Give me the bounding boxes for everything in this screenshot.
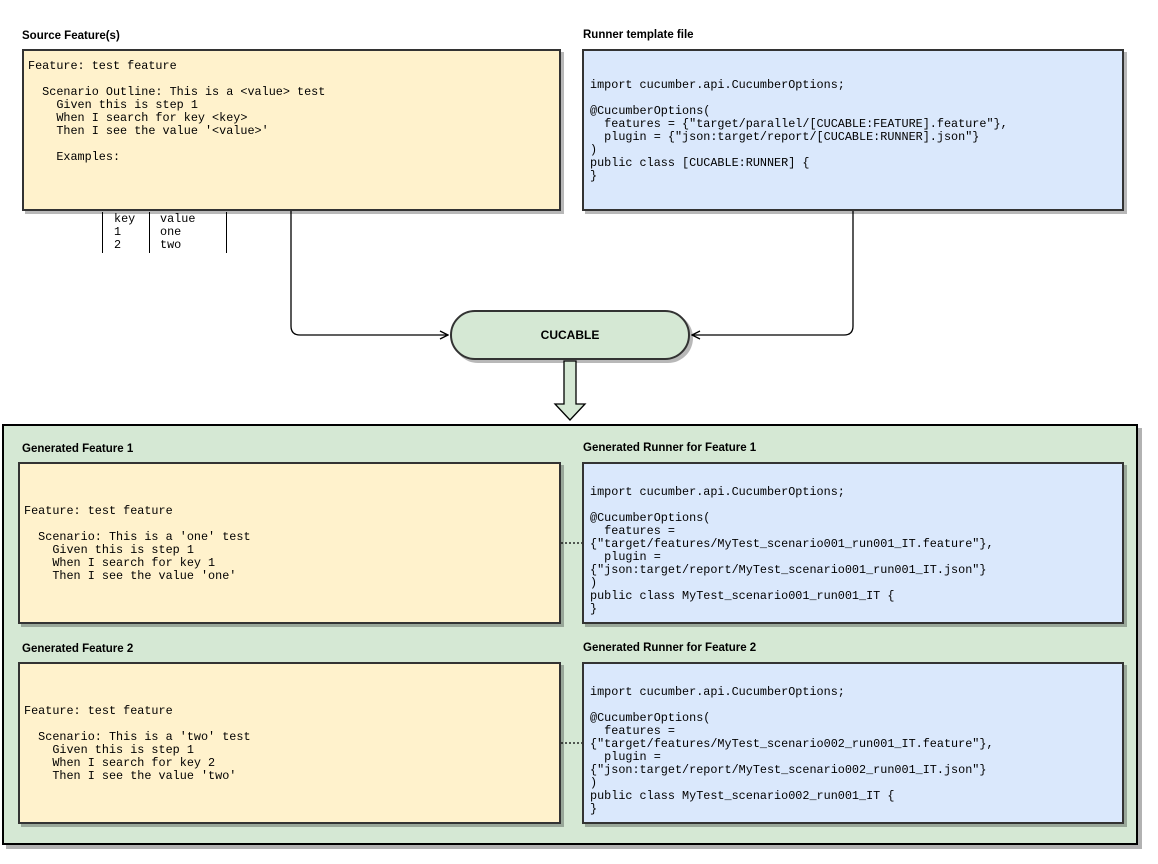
generated-feature-1-code: Feature: test feature Scenario: This is … [24, 504, 251, 583]
runner-template-code: import cucumber.api.CucumberOptions; @Cu… [590, 78, 1008, 183]
source-feature-box: Feature: test feature Scenario Outline: … [22, 49, 561, 253]
generated-runner-1-box: import cucumber.api.CucumberOptions; @Cu… [582, 462, 1124, 624]
generated-runner-1-code: import cucumber.api.CucumberOptions; @Cu… [590, 485, 994, 616]
generated-feature-2-code: Feature: test feature Scenario: This is … [24, 704, 251, 783]
examples-cell: one [160, 225, 182, 239]
examples-cell: 1 [114, 225, 122, 239]
examples-header-key: key [114, 212, 136, 226]
source-feature-code: Feature: test feature Scenario Outline: … [28, 59, 326, 164]
generated-feature-1-label: Generated Feature 1 [22, 443, 134, 455]
generated-runner-2-box: import cucumber.api.CucumberOptions; @Cu… [582, 662, 1124, 824]
generated-runner-1-label: Generated Runner for Feature 1 [583, 442, 757, 454]
examples-cell: 2 [114, 238, 122, 252]
template-to-cucable-edge [692, 211, 854, 335]
examples-cell: two [160, 238, 182, 252]
runner-template-label: Runner template file [583, 29, 694, 41]
runner-template-box: import cucumber.api.CucumberOptions; @Cu… [582, 49, 1124, 211]
generated-feature-1-box: Feature: test feature Scenario: This is … [18, 462, 561, 624]
generated-feature-2-label: Generated Feature 2 [22, 643, 134, 655]
down-arrow [553, 360, 587, 421]
generated-runner-2-label: Generated Runner for Feature 2 [583, 642, 757, 654]
source-feature-label: Source Feature(s) [22, 30, 120, 42]
cucable-node: CUCABLE [450, 310, 690, 360]
generated-runner-2-code: import cucumber.api.CucumberOptions; @Cu… [590, 685, 994, 816]
cucable-label: CUCABLE [540, 328, 600, 342]
generated-feature-2-box: Feature: test feature Scenario: This is … [18, 662, 561, 824]
source-to-cucable-edge [290, 211, 448, 335]
examples-header-value: value [160, 212, 196, 226]
